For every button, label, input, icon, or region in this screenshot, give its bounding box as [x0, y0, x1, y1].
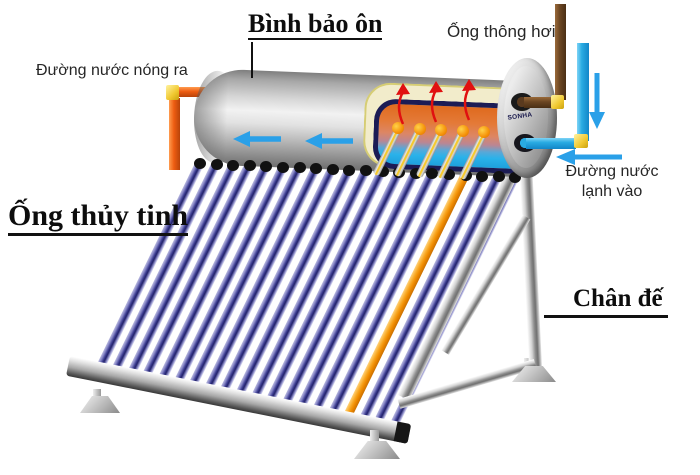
- rail-foot-right: [354, 441, 400, 459]
- hot-water-pipe-elbow: [166, 85, 179, 100]
- heat-pipe-condenser-ball: [456, 125, 469, 137]
- tube-socket: [210, 158, 223, 170]
- vent-pipe-vertical: [555, 4, 566, 100]
- heat-pipe-condenser-ball: [478, 126, 490, 138]
- vent-pipe-horizontal: [524, 97, 554, 108]
- tube-socket: [509, 172, 522, 184]
- label-vent: Ống thông hơi: [447, 22, 556, 41]
- rail-foot-left: [80, 396, 120, 413]
- tube-socket: [194, 158, 206, 169]
- rail-foot-stub: [370, 430, 379, 443]
- label-stand: Chân đế: [573, 285, 663, 312]
- tube-socket: [476, 170, 489, 182]
- tube-socket: [243, 160, 256, 172]
- label-glass-tubes: Ống thủy tinh: [8, 200, 189, 236]
- tube-socket: [360, 165, 372, 177]
- tube-socket: [260, 161, 273, 172]
- label-stand-leader-line: [544, 315, 668, 318]
- label-tank-leader-line: [251, 42, 253, 78]
- vent-pipe-elbow: [551, 95, 564, 109]
- cold-inlet-down-arrow-icon: [589, 73, 605, 129]
- tube-socket: [343, 164, 356, 176]
- stand-foot: [512, 366, 556, 382]
- rail-foot-stub: [93, 389, 101, 398]
- cold-water-pipe-vertical: [577, 43, 589, 141]
- heat-pipe-condenser-ball: [413, 123, 426, 135]
- heat-pipe-condenser-ball: [392, 122, 404, 134]
- tube-socket: [492, 171, 505, 183]
- tube-socket: [277, 161, 289, 173]
- hot-water-pipe-horizontal: [178, 87, 206, 97]
- tube-socket: [293, 162, 306, 174]
- tube-socket: [443, 169, 455, 181]
- tube-socket: [376, 166, 389, 178]
- label-tank: Bình bảo ôn: [248, 10, 383, 41]
- label-hot-out: Đường nước nóng ra: [36, 62, 188, 79]
- hot-water-pipe-vertical: [169, 98, 180, 170]
- cold-water-pipe-horizontal: [526, 138, 576, 149]
- stand-rear-leg: [519, 161, 543, 371]
- tube-socket: [426, 168, 439, 180]
- tube-socket: [310, 163, 323, 175]
- tube-socket: [227, 159, 240, 171]
- label-cold-in: Đường nước lạnh vào: [565, 163, 659, 200]
- heat-pipe-condenser-ball: [435, 124, 447, 136]
- cold-water-pipe-elbow: [574, 134, 588, 148]
- tube-socket: [326, 163, 339, 175]
